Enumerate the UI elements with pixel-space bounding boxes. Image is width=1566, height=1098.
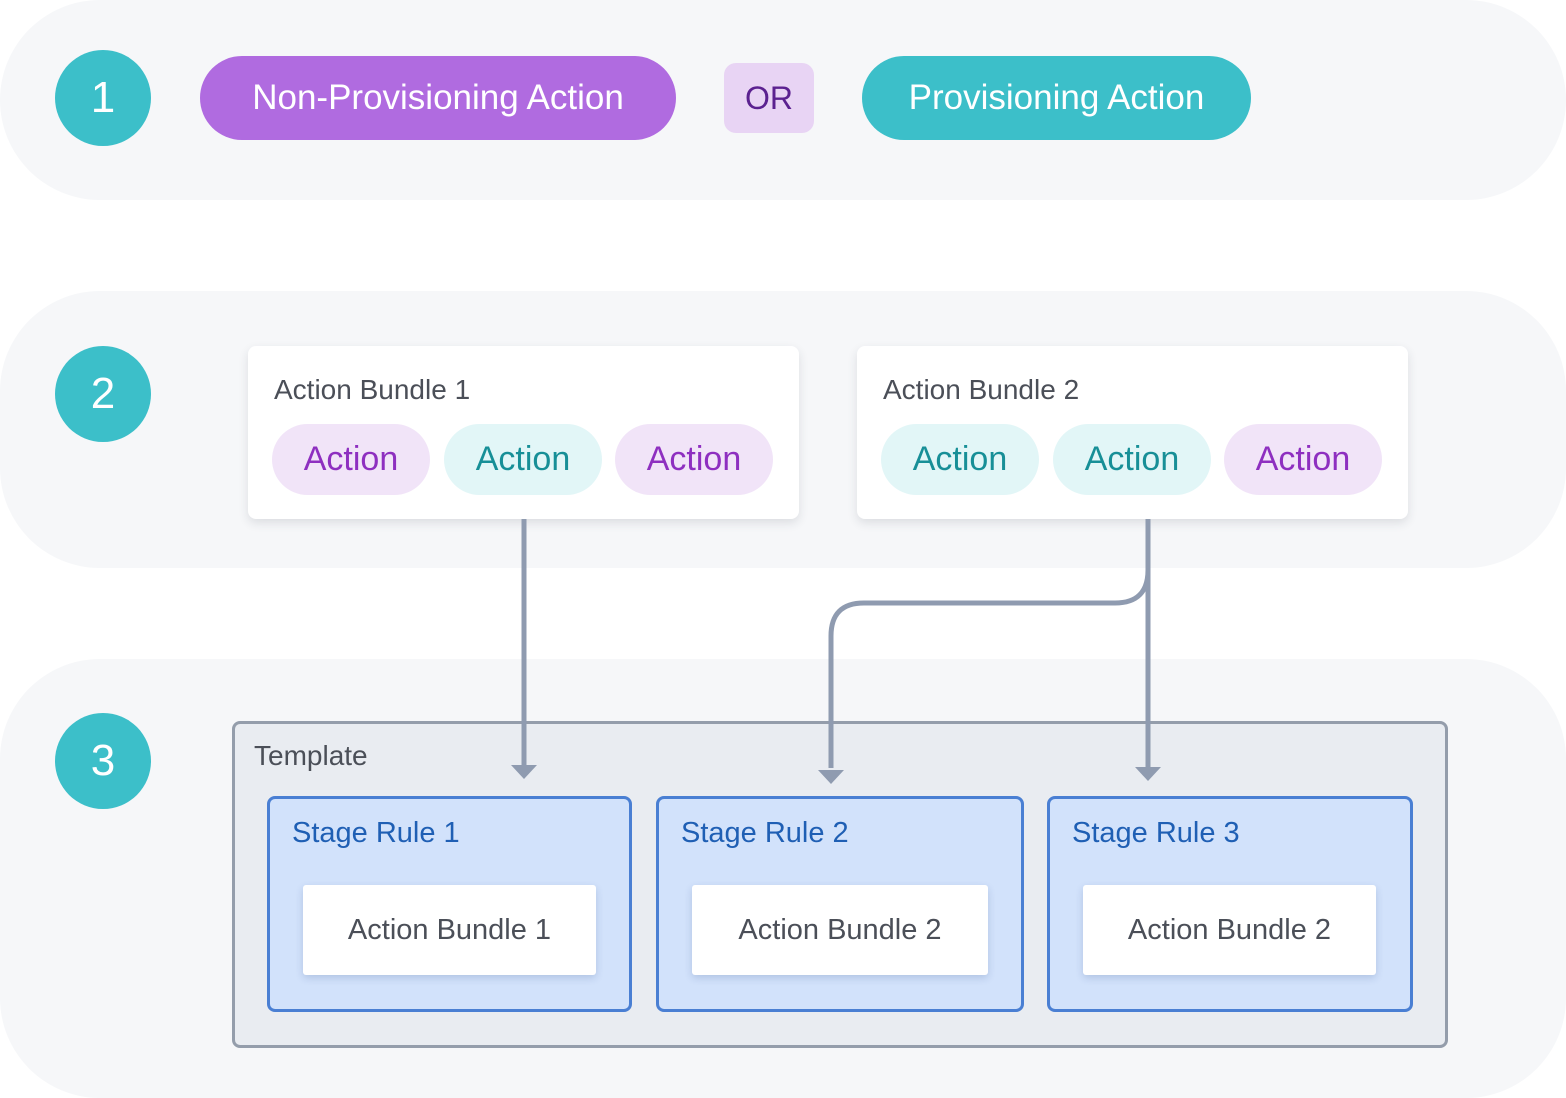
template-label: Template bbox=[254, 740, 368, 771]
or-badge: OR bbox=[724, 63, 814, 133]
stage-rule-3-title: Stage Rule 3 bbox=[1072, 817, 1240, 849]
non-provisioning-action-pill: Non-Provisioning Action bbox=[200, 56, 676, 140]
action-chip: Action bbox=[615, 424, 773, 495]
stage-rule-2: Stage Rule 2 Action Bundle 2 bbox=[656, 796, 1024, 1012]
action-chip: Action bbox=[444, 424, 602, 495]
action-chip: Action bbox=[272, 424, 430, 495]
step-1-badge: 1 bbox=[55, 50, 151, 146]
stage-rule-3-bundle: Action Bundle 2 bbox=[1083, 885, 1376, 975]
action-bundle-2-card: Action Bundle 2 Action Action Action bbox=[857, 346, 1408, 519]
stage-rule-2-title: Stage Rule 2 bbox=[681, 817, 849, 849]
action-bundle-2-title: Action Bundle 2 bbox=[883, 374, 1080, 405]
stage-rule-3: Stage Rule 3 Action Bundle 2 bbox=[1047, 796, 1413, 1012]
action-bundle-1-card: Action Bundle 1 Action Action Action bbox=[248, 346, 799, 519]
provisioning-action-pill: Provisioning Action bbox=[862, 56, 1251, 140]
step-2-badge: 2 bbox=[55, 346, 151, 442]
action-chip: Action bbox=[1224, 424, 1382, 495]
action-chip: Action bbox=[881, 424, 1039, 495]
stage-rule-1: Stage Rule 1 Action Bundle 1 bbox=[267, 796, 632, 1012]
action-bundle-1-title: Action Bundle 1 bbox=[274, 374, 471, 405]
stage-rule-1-bundle: Action Bundle 1 bbox=[303, 885, 596, 975]
step-3-badge: 3 bbox=[55, 713, 151, 809]
stage-rule-2-bundle: Action Bundle 2 bbox=[692, 885, 988, 975]
stage-rule-1-title: Stage Rule 1 bbox=[292, 817, 460, 849]
action-chip: Action bbox=[1053, 424, 1211, 495]
